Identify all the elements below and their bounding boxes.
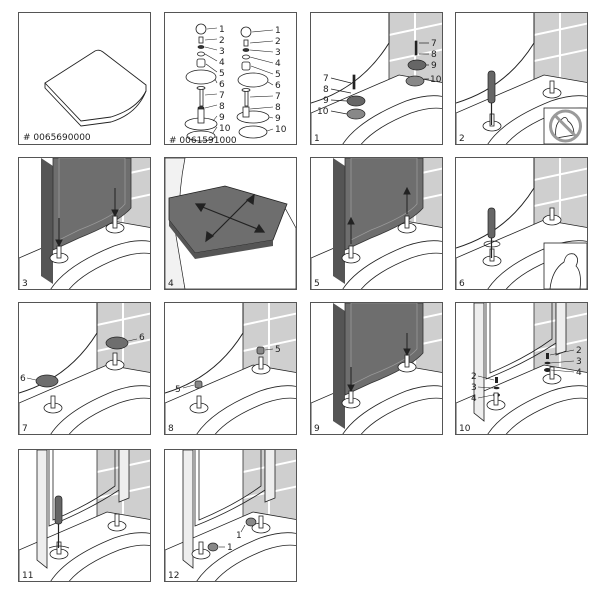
step-11-illustration: 11	[19, 450, 150, 581]
step-number: 4	[168, 279, 174, 289]
panel-step-10: 2 3 4 2 3 4 10	[455, 302, 588, 435]
step-number: 10	[459, 424, 471, 434]
step-9-illustration: 9	[311, 303, 442, 434]
part-label-4: 4	[219, 58, 225, 68]
part-label-9: 9	[219, 113, 225, 123]
step-6-illustration: 6	[456, 158, 587, 289]
part-label-9: 9	[431, 61, 437, 71]
part-label-5: 5	[275, 345, 281, 355]
part-label-3: 3	[219, 47, 225, 57]
step-number: 6	[459, 279, 465, 289]
step-12-illustration: 1 1 12	[165, 450, 296, 581]
part-label-6: 6	[219, 80, 225, 90]
part-label-1: 1	[275, 26, 281, 36]
screwdriver-icon	[54, 495, 63, 548]
step-8-illustration: 5 5 8	[165, 303, 296, 434]
step-number: 3	[22, 279, 28, 289]
hinge-kit-number: # 0061591000	[169, 136, 237, 144]
part-label-9: 9	[323, 96, 329, 106]
part-label-2: 2	[219, 36, 225, 46]
panel-step-6: 6	[455, 157, 588, 290]
panel-parts-list: 1 2 3 4 5 6 7 8 9 10 1 2 3 4 5 6 7 8 9 1…	[164, 12, 297, 145]
part-label-10: 10	[317, 107, 329, 117]
part-label-7: 7	[431, 39, 437, 49]
part-label-1: 1	[227, 543, 233, 553]
part-label-8: 8	[219, 102, 225, 112]
part-label-4: 4	[471, 394, 477, 404]
step-4-illustration: 4	[165, 158, 296, 289]
panel-step-3: 3	[18, 157, 151, 290]
hinge-parts-illustration: 1 2 3 4 5 6 7 8 9 10 1 2 3 4 5 6 7 8 9 1…	[169, 23, 287, 144]
step-10-illustration: 2 3 4 2 3 4 10	[456, 303, 587, 434]
product-number: # 0065690000	[23, 133, 91, 143]
part-label-9: 9	[275, 114, 281, 124]
part-label-10: 10	[430, 75, 442, 85]
part-label-3: 3	[576, 357, 582, 367]
panel-step-1: 7 8 9 10 7 8 9 10 1	[310, 12, 443, 145]
adjust-arrows-icon	[194, 193, 266, 243]
part-label-7: 7	[323, 74, 329, 84]
part-label-2: 2	[275, 37, 281, 47]
panel-step-11: 11	[18, 449, 151, 582]
part-label-8: 8	[431, 50, 437, 60]
step-number: 5	[314, 279, 320, 289]
part-label-3: 3	[471, 383, 477, 393]
step-number: 8	[168, 424, 174, 434]
part-label-1: 1	[236, 531, 242, 541]
step-2-illustration: 2	[456, 13, 587, 144]
panel-step-2: 2	[455, 12, 588, 145]
step-3-illustration: 3	[19, 158, 150, 289]
panel-step-9: 9	[310, 302, 443, 435]
panel-step-8: 5 5 8	[164, 302, 297, 435]
panel-step-4: 4	[164, 157, 297, 290]
part-label-2: 2	[471, 372, 477, 382]
part-label-6: 6	[275, 81, 281, 91]
panel-step-12: 1 1 12	[164, 449, 297, 582]
part-label-4: 4	[275, 59, 281, 69]
step-1-illustration: 7 8 9 10 7 8 9 10 1	[311, 13, 442, 144]
no-force-icon	[543, 107, 587, 144]
part-label-10: 10	[275, 125, 287, 135]
part-label-5: 5	[175, 385, 181, 395]
step-7-illustration: 6 6 7	[19, 303, 150, 434]
step-number: 9	[314, 424, 320, 434]
screwdriver-icon	[487, 207, 496, 258]
step-number: 2	[459, 134, 465, 144]
step-number: 12	[168, 571, 179, 581]
step-5-illustration: 5	[311, 158, 442, 289]
part-label-8: 8	[323, 85, 329, 95]
part-label-5: 5	[275, 70, 281, 80]
panel-seat-product: # 0065690000	[18, 12, 151, 145]
part-label-1: 1	[219, 25, 225, 35]
step-number: 1	[314, 134, 320, 144]
step-number: 11	[22, 571, 33, 581]
part-label-3: 3	[275, 48, 281, 58]
strength-icon	[543, 242, 587, 289]
screwdriver-icon	[487, 70, 496, 125]
part-label-7: 7	[275, 92, 281, 102]
part-label-4: 4	[576, 368, 582, 378]
part-label-8: 8	[275, 103, 281, 113]
part-label-5: 5	[219, 69, 225, 79]
step-number: 7	[22, 424, 28, 434]
panel-step-5: 5	[310, 157, 443, 290]
rotate-arrow-icon	[48, 545, 70, 549]
panel-step-7: 6 6 7	[18, 302, 151, 435]
part-label-10: 10	[219, 124, 231, 134]
part-label-6: 6	[20, 374, 26, 384]
toilet-seat-illustration: # 0065690000	[23, 49, 147, 143]
part-label-7: 7	[219, 91, 225, 101]
part-label-6: 6	[139, 333, 145, 343]
part-label-2: 2	[576, 346, 582, 356]
